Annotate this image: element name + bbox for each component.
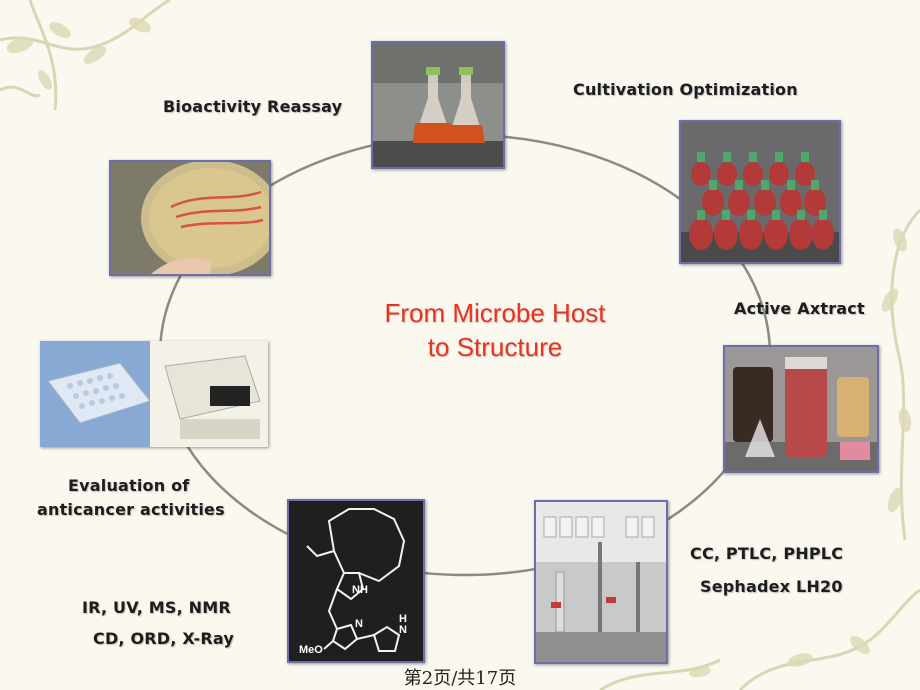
structure-meo-label: MeO xyxy=(299,644,323,656)
spectroscopy-label-line2: CD, ORD, X-Ray xyxy=(93,629,235,648)
spectroscopy-label-line1: IR, UV, MS, NMR xyxy=(82,598,231,617)
evaluation-label-line2: anticancer activities xyxy=(37,500,225,519)
bioactivity-reassay-label: Bioactivity Reassay xyxy=(163,97,343,116)
chromatography-label-line1: CC, PTLC, PHPLC xyxy=(690,544,844,563)
chromatography-label-line2: Sephadex LH20 xyxy=(700,577,843,596)
flask-photo xyxy=(371,41,505,169)
cultivation-optimization-label: Cultivation Optimization xyxy=(573,80,798,99)
evaluation-label-line1: Evaluation of xyxy=(68,476,190,495)
cultivation-flasks-photo xyxy=(679,120,841,264)
chemical-structure-image: NH N H N MeO xyxy=(287,499,425,663)
center-title-line2: to Structure xyxy=(427,332,563,362)
active-extract-photo xyxy=(723,345,879,473)
structure-n-right-label: N xyxy=(399,624,407,636)
active-extract-label: Active Axtract xyxy=(734,299,865,318)
chromatography-setup-photo xyxy=(534,500,668,664)
structure-h-label: H xyxy=(399,613,407,625)
structure-nh-label: NH xyxy=(352,584,368,596)
page-indicator: 第2页/共17页 xyxy=(403,668,517,689)
petri-dish-photo xyxy=(109,160,271,276)
center-title: From Microbe Host to Structure xyxy=(330,296,660,364)
structure-n-label: N xyxy=(355,618,363,630)
center-title-line1: From Microbe Host xyxy=(384,298,606,328)
microplate-reader-photo xyxy=(40,341,268,447)
